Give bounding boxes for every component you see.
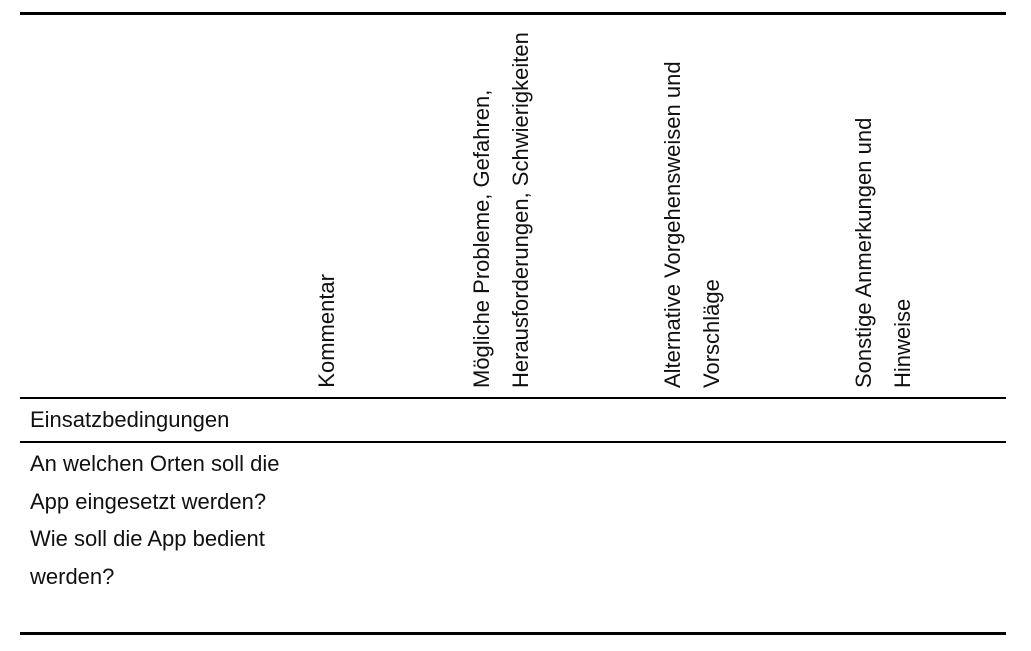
header-sonstige: Sonstige Anmerkungen und Hinweise [844,30,934,388]
section-rule [20,441,1006,443]
header-kommentar-label: Kommentar [314,274,339,388]
questions-cell: An welchen Orten soll die App eingesetzt… [30,445,300,595]
header-alternative: Alternative Vorgehensweisen und Vorschlä… [653,30,743,388]
table-top-rule [20,12,1006,15]
header-probleme: Mögliche Probleme, Gefahren, Herausforde… [462,30,592,388]
header-kommentar: Kommentar [307,30,367,388]
header-rule [20,397,1006,399]
table-bottom-rule [20,632,1006,635]
header-alternative-label: Alternative Vorgehensweisen und Vorschlä… [660,61,724,388]
header-probleme-label: Mögliche Probleme, Gefahren, Herausforde… [469,32,533,388]
table-row: An welchen Orten soll die App eingesetzt… [30,451,280,514]
section-label: Einsatzbedingungen [30,407,230,432]
header-sonstige-label: Sonstige Anmerkungen und Hinweise [851,117,915,388]
table-row: Wie soll die App bedient werden? [30,526,265,589]
